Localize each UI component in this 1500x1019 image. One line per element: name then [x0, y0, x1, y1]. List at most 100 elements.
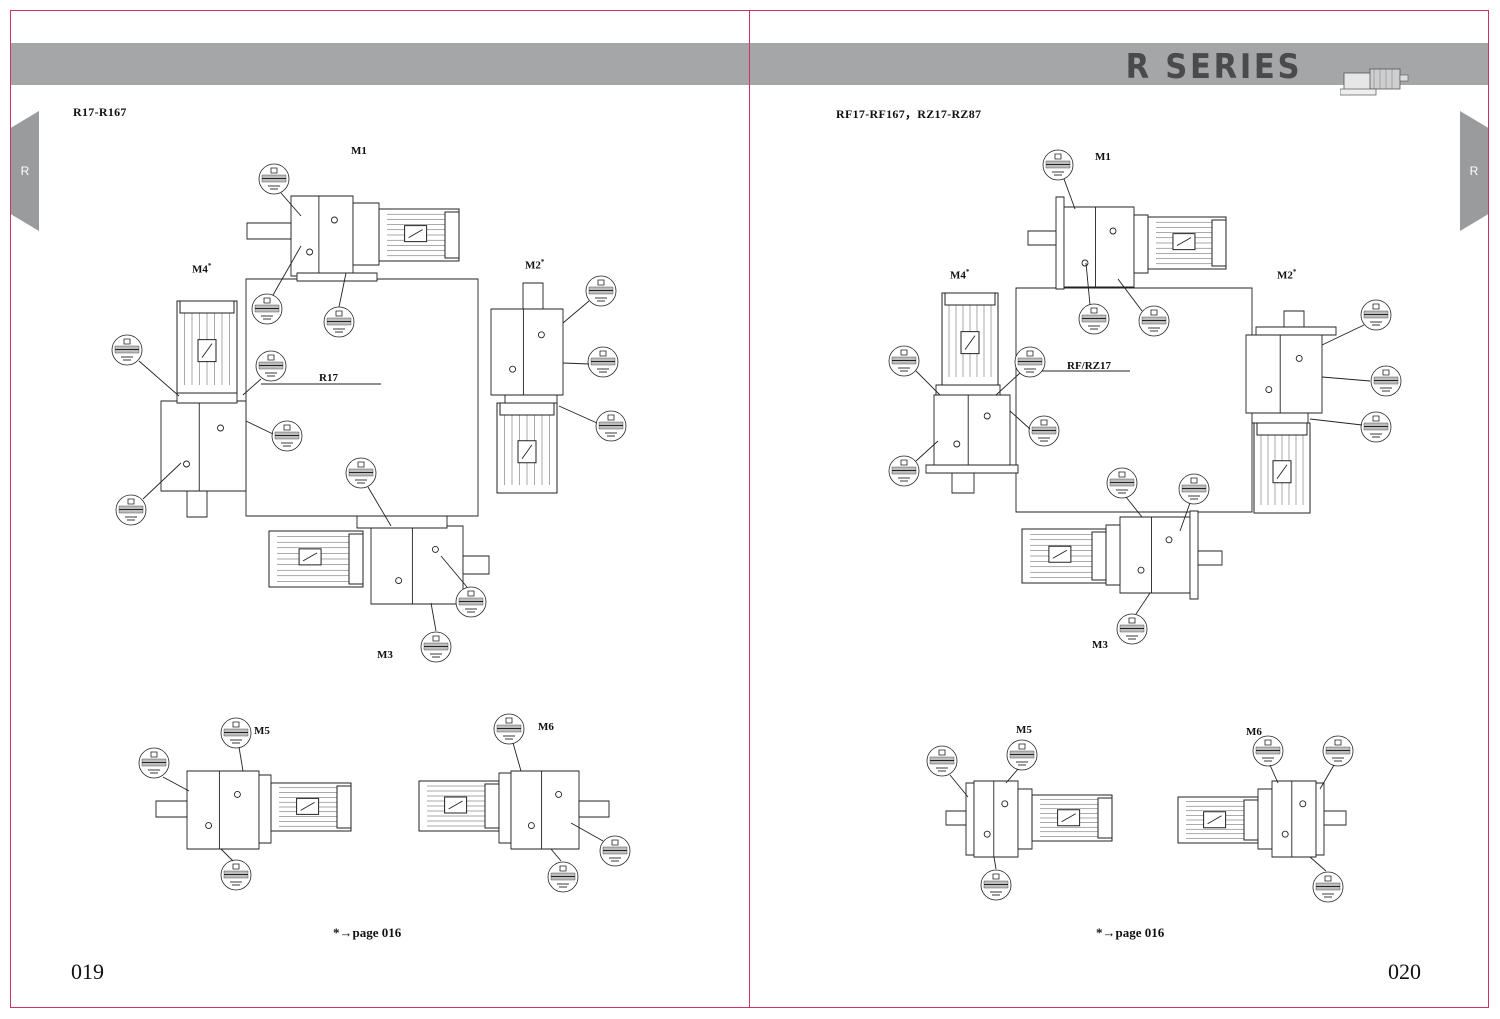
label-m1: M1 — [351, 145, 367, 157]
output-shaft — [1284, 311, 1304, 327]
label-m6: M6 — [1246, 726, 1262, 738]
oil-level-indicator-icon — [324, 307, 354, 337]
oil-level-indicator-icon — [927, 746, 957, 776]
oil-level-indicator-icon — [596, 411, 626, 441]
output-shaft — [579, 801, 609, 817]
gearbox — [291, 196, 353, 276]
gearbox — [187, 771, 259, 849]
side-tab-label: R — [1469, 164, 1479, 178]
oil-level-indicator-icon — [1029, 416, 1059, 446]
output-shaft — [463, 556, 489, 574]
oil-level-indicator-icon — [112, 335, 142, 365]
gearbox — [1246, 335, 1322, 413]
output-shaft — [1028, 231, 1056, 245]
oil-level-indicator-icon — [1117, 614, 1147, 644]
oil-level-indicator-icon — [1313, 872, 1343, 902]
header-band — [11, 43, 749, 85]
side-tab-label: R — [20, 164, 30, 178]
oil-level-indicator-icon — [346, 458, 376, 488]
oil-level-indicator-icon — [221, 860, 251, 890]
flange — [1316, 783, 1324, 855]
oil-level-indicator-icon — [252, 294, 282, 324]
output-shaft — [1198, 551, 1222, 565]
oil-level-indicator-icon — [586, 276, 616, 306]
output-shaft — [523, 283, 543, 309]
motor — [942, 293, 998, 385]
series-label: R17-R167 — [73, 105, 127, 119]
label-m2: M2* — [525, 258, 545, 272]
oil-level-indicator-icon — [1007, 740, 1037, 770]
flange — [1190, 511, 1198, 599]
label-m5: M5 — [254, 725, 270, 737]
oil-level-indicator-icon — [1107, 468, 1137, 498]
output-shaft — [946, 811, 966, 825]
oil-level-indicator-icon — [139, 748, 169, 778]
oil-level-indicator-icon — [981, 870, 1011, 900]
oil-level-indicator-icon — [1139, 306, 1169, 336]
motor — [1148, 217, 1226, 269]
label-m3: M3 — [1092, 639, 1108, 651]
oil-level-indicator-icon — [548, 862, 578, 892]
label-m6: M6 — [538, 721, 554, 733]
gearbox — [1064, 207, 1134, 287]
oil-level-indicator-icon — [1361, 300, 1391, 330]
label-m4: M4* — [192, 262, 212, 276]
oil-level-indicator-icon — [1079, 304, 1109, 334]
oil-level-indicator-icon — [588, 347, 618, 377]
label-m4: M4* — [950, 268, 970, 282]
output-shaft — [187, 491, 207, 517]
oil-level-indicator-icon — [1253, 736, 1283, 766]
page-number: 019 — [71, 959, 104, 984]
label-m5: M5 — [1016, 724, 1032, 736]
label-center: R17 — [319, 372, 338, 384]
oil-level-indicator-icon — [456, 587, 486, 617]
oil-level-indicator-icon — [889, 346, 919, 376]
gearbox — [974, 781, 1018, 857]
oil-level-indicator-icon — [1179, 474, 1209, 504]
page-number: 020 — [1388, 959, 1421, 984]
motor — [419, 781, 499, 831]
oil-level-indicator-icon — [256, 351, 286, 381]
output-shaft — [247, 223, 291, 239]
flange — [1056, 197, 1064, 289]
output-shaft — [156, 801, 187, 817]
gearbox — [491, 309, 563, 395]
side-tab-left: R — [11, 111, 39, 231]
label-center: RF/RZ17 — [1067, 360, 1111, 372]
gearbox — [1120, 517, 1190, 593]
label-m1: M1 — [1095, 151, 1111, 163]
oil-level-indicator-icon — [272, 421, 302, 451]
output-shaft — [952, 473, 974, 493]
motor — [497, 403, 557, 493]
oil-level-indicator-icon — [1015, 347, 1045, 377]
series-title: R SERIES — [1125, 47, 1302, 87]
left-page: R R17-R167 M1 M4* M2* R17 M3 M5 M6 *→pag… — [10, 10, 750, 1008]
oil-level-indicator-icon — [1323, 736, 1353, 766]
gearmotor-logo-icon — [1340, 68, 1409, 96]
oil-level-indicator-icon — [889, 456, 919, 486]
gearbox — [511, 771, 579, 849]
output-shaft — [1324, 811, 1346, 825]
oil-level-indicator-icon — [259, 164, 289, 194]
oil-level-indicator-icon — [421, 632, 451, 662]
series-label: RF17-RF167，RZ17-RZ87 — [836, 107, 982, 121]
gearbox — [161, 401, 246, 491]
motor — [269, 531, 363, 587]
oil-level-indicator-icon — [116, 495, 146, 525]
oil-level-indicator-icon — [1361, 412, 1391, 442]
flange — [966, 783, 974, 855]
page-reference: *→page 016 — [333, 925, 402, 940]
oil-level-indicator-icon — [600, 836, 630, 866]
motor — [1254, 423, 1310, 513]
gearbox — [934, 395, 1010, 465]
oil-level-indicator-icon — [1043, 150, 1073, 180]
label-m2: M2* — [1277, 268, 1297, 282]
motor — [379, 209, 459, 261]
gearbox — [1272, 781, 1316, 857]
motor — [1022, 529, 1106, 583]
gearbox — [371, 526, 463, 604]
right-page: R SERIES R RF17-RF167，RZ17-RZ87 M1 M4* M… — [749, 10, 1489, 1008]
motor — [1178, 797, 1258, 843]
mounting-position-drawing-left — [11, 11, 750, 1008]
flange — [1256, 327, 1336, 335]
